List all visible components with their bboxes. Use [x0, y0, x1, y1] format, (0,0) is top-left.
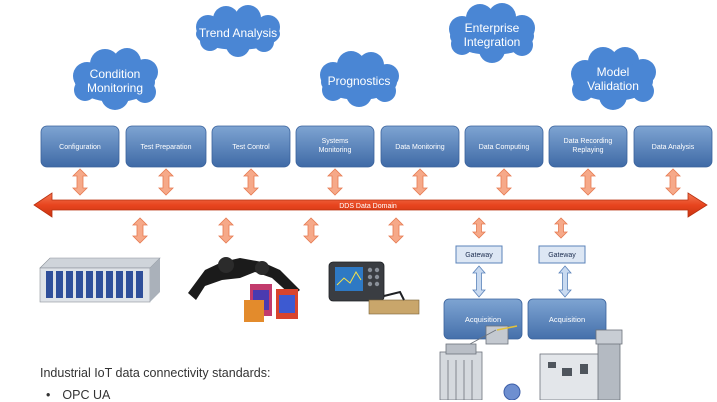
module-label-data-monitoring: Data Monitoring	[395, 144, 445, 151]
module-label-test-preparation: Test Preparation	[141, 144, 192, 151]
dds-data-domain-bus: DDS Data Domain	[33, 192, 708, 218]
bus-down-arrow	[132, 217, 148, 244]
standards-list: OPC UA	[46, 388, 110, 402]
module-data-recording-replaying: Data Recording Replaying	[548, 125, 628, 168]
module-configuration: Configuration	[40, 125, 120, 168]
bus-label: DDS Data Domain	[339, 203, 397, 210]
cloud-label-trend-analysis: Trend Analysis	[199, 26, 277, 40]
module-systems-monitoring: Systems Monitoring	[295, 125, 375, 168]
cloud-label-condition-monitoring-1: Condition	[90, 67, 141, 81]
list-item: OPC UA	[46, 388, 110, 402]
test-rig-icon	[439, 325, 623, 400]
cloud-label-model-validation-1: Model	[597, 65, 630, 79]
module-label-test-control: Test Control	[232, 144, 270, 151]
acquisition-1: Acquisition	[443, 298, 523, 340]
module-label-data-recording-1: Data Recording	[564, 138, 613, 145]
connector-arrow	[580, 168, 596, 196]
connector-arrow	[243, 168, 259, 196]
blue-connector-arrow	[472, 265, 486, 298]
module-label-systems-monitoring-2: Monitoring	[319, 147, 352, 154]
acquisition-label-1: Acquisition	[465, 315, 501, 324]
connector-arrow	[412, 168, 428, 196]
module-test-preparation: Test Preparation	[125, 125, 207, 168]
connector-arrow	[327, 168, 343, 196]
module-label-data-recording-2: Replaying	[572, 147, 603, 154]
cloud-condition-monitoring: Condition Monitoring	[73, 48, 158, 110]
gateway-acquisition-connectors	[472, 265, 572, 298]
cloud-label-enterprise-integration-2: Integration	[464, 35, 521, 49]
bus-down-arrow	[303, 217, 319, 244]
connector-arrow	[158, 168, 174, 196]
module-data-computing: Data Computing	[464, 125, 544, 168]
module-data-monitoring: Data Monitoring	[380, 125, 460, 168]
module-test-control: Test Control	[211, 125, 291, 168]
cloud-enterprise-integration: Enterprise Integration	[449, 3, 535, 63]
gateway-label-2: Gateway	[548, 252, 576, 259]
module-data-analysis: Data Analysis	[633, 125, 713, 168]
robot-gripper-icon	[188, 257, 300, 322]
connector-arrow	[72, 168, 88, 196]
module-label-systems-monitoring-1: Systems	[322, 138, 349, 145]
bus-down-connectors	[132, 217, 568, 244]
connector-arrow	[496, 168, 512, 196]
module-label-data-analysis: Data Analysis	[652, 144, 695, 151]
cloud-prognostics: Prognostics	[320, 51, 399, 107]
cloud-model-validation: Model Validation	[571, 47, 656, 110]
connector-arrow	[665, 168, 681, 196]
module-label-configuration: Configuration	[59, 144, 101, 151]
gateway-1: Gateway	[455, 245, 503, 264]
cloud-label-condition-monitoring-2: Monitoring	[87, 81, 143, 95]
bus-down-arrow	[388, 217, 404, 244]
bus-down-arrow	[472, 217, 486, 239]
caption: Industrial IoT data connectivity standar…	[40, 366, 271, 380]
cloud-label-enterprise-integration-1: Enterprise	[465, 21, 520, 35]
gateway-label-1: Gateway	[465, 252, 493, 259]
acquisition-label-2: Acquisition	[549, 315, 585, 324]
bus-down-arrow	[554, 217, 568, 239]
module-label-data-computing: Data Computing	[479, 144, 530, 151]
cloud-trend-analysis: Trend Analysis	[196, 5, 280, 57]
blue-connector-arrow	[558, 265, 572, 298]
handheld-tester-icon	[328, 261, 420, 315]
acquisition-2: Acquisition	[527, 298, 607, 340]
cloud-label-prognostics: Prognostics	[328, 74, 391, 88]
bus-down-arrow	[218, 217, 234, 244]
gateway-2: Gateway	[538, 245, 586, 264]
module-bus-connectors	[72, 168, 681, 196]
rack-chassis-icon	[39, 257, 161, 303]
cloud-label-model-validation-2: Validation	[587, 79, 639, 93]
